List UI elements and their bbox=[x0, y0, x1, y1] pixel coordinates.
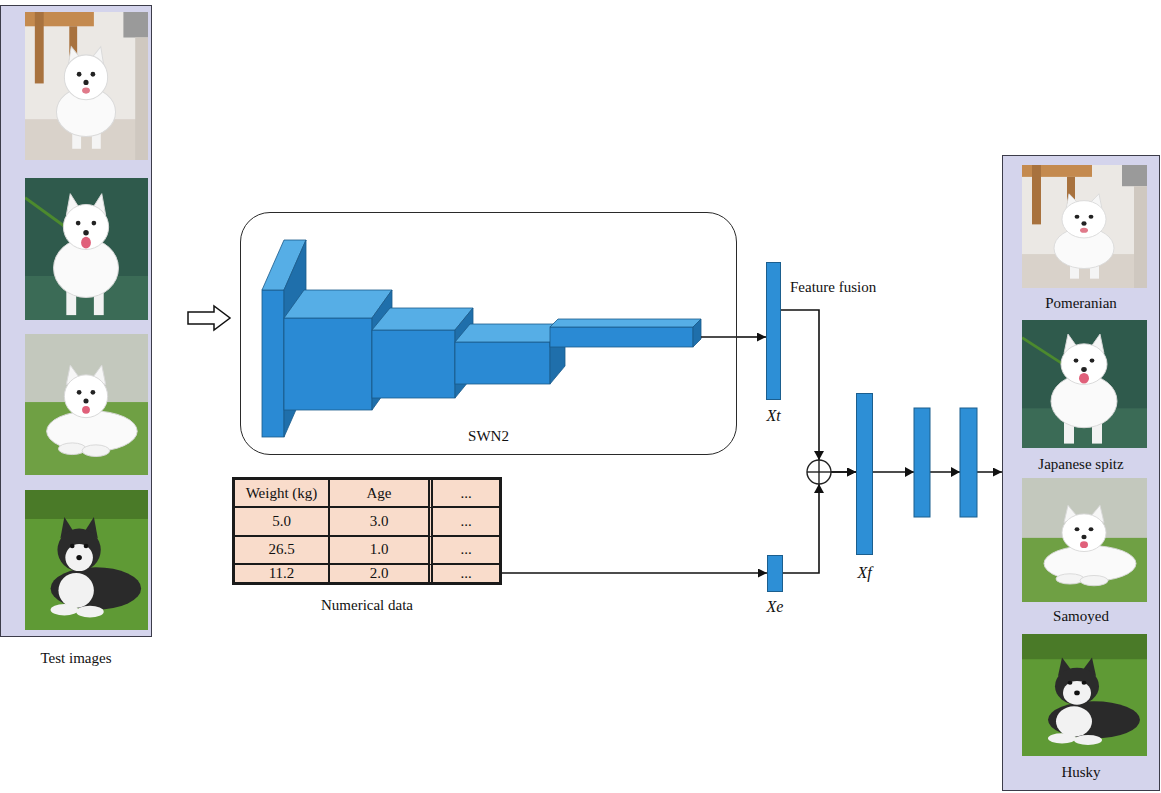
table-cell: 11.2 bbox=[235, 565, 330, 582]
table-cell: 1.0 bbox=[330, 537, 433, 565]
fusion-circle bbox=[807, 460, 831, 484]
dog-photo bbox=[1022, 320, 1147, 448]
node-label: Xe bbox=[767, 598, 784, 616]
flow-arrow bbox=[502, 572, 767, 574]
block-face bbox=[550, 319, 701, 327]
dog-photo bbox=[1022, 634, 1147, 756]
feature-vector: Xf bbox=[856, 393, 873, 555]
block-face bbox=[455, 324, 565, 342]
flow-arrow bbox=[873, 471, 1002, 473]
node-label: SWN2 bbox=[241, 427, 736, 445]
table-cell: 3.0 bbox=[330, 508, 433, 536]
annotation-label: Feature fusion bbox=[790, 278, 876, 296]
table-cell: 2.0 bbox=[330, 565, 433, 582]
block-face bbox=[262, 290, 284, 437]
arrowhead bbox=[905, 467, 914, 477]
block-face bbox=[372, 330, 455, 398]
node-label: Test images bbox=[1, 649, 151, 667]
dense-layer bbox=[914, 408, 930, 517]
node-label: Japanese spitz bbox=[1003, 455, 1159, 473]
node-label: Xf bbox=[857, 564, 871, 582]
arrowhead bbox=[814, 451, 824, 460]
dog-photo bbox=[25, 12, 148, 160]
table-cell: ... bbox=[433, 537, 499, 565]
table-cell: ... bbox=[433, 508, 499, 536]
block-face bbox=[693, 319, 701, 347]
flow-arrow bbox=[783, 472, 856, 573]
node-label: Samoyed bbox=[1003, 607, 1159, 625]
table-cell: 26.5 bbox=[235, 537, 330, 565]
arrowhead bbox=[951, 467, 960, 477]
panel-ground bbox=[1, 5, 152, 637]
feature-vector: Xt bbox=[766, 262, 781, 400]
image-panel: Test images bbox=[0, 5, 152, 637]
flow-arrow bbox=[781, 310, 856, 472]
table-cell: ... bbox=[433, 565, 499, 582]
dog-photo bbox=[25, 490, 148, 630]
node-label: Numerical data bbox=[321, 596, 413, 614]
network-box: SWN2 bbox=[240, 212, 737, 455]
panel-ground bbox=[1002, 155, 1160, 791]
dense-layer bbox=[960, 408, 977, 517]
fusion-plus bbox=[818, 460, 819, 484]
table-cell: Weight (kg) bbox=[235, 480, 330, 508]
dog-photo bbox=[1022, 165, 1147, 288]
node-label: Husky bbox=[1003, 763, 1159, 781]
fusion-symbol bbox=[807, 460, 831, 484]
table-cell: ... bbox=[433, 480, 499, 508]
flow-arrow bbox=[737, 336, 766, 338]
dog-photo bbox=[1022, 478, 1147, 602]
data-table: Numerical dataWeight (kg)Age...5.03.0...… bbox=[232, 477, 502, 585]
arrowhead bbox=[814, 484, 824, 493]
network-blocks bbox=[262, 240, 701, 437]
feature-vector: Xe bbox=[767, 555, 783, 592]
dog-photo bbox=[25, 178, 148, 320]
dog-photo bbox=[25, 334, 148, 475]
block-arrow bbox=[188, 306, 230, 330]
block-face bbox=[455, 342, 550, 384]
node-label: Pomeranian bbox=[1003, 294, 1159, 312]
block-face bbox=[550, 327, 693, 347]
output-line bbox=[701, 336, 737, 338]
block-face bbox=[284, 318, 372, 410]
table-cell: Age bbox=[330, 480, 433, 508]
table-cell: 5.0 bbox=[235, 508, 330, 536]
result-panel: PomeranianJapanese spitzSamoyedHusky bbox=[1002, 155, 1160, 791]
node-label: Xt bbox=[766, 407, 780, 425]
